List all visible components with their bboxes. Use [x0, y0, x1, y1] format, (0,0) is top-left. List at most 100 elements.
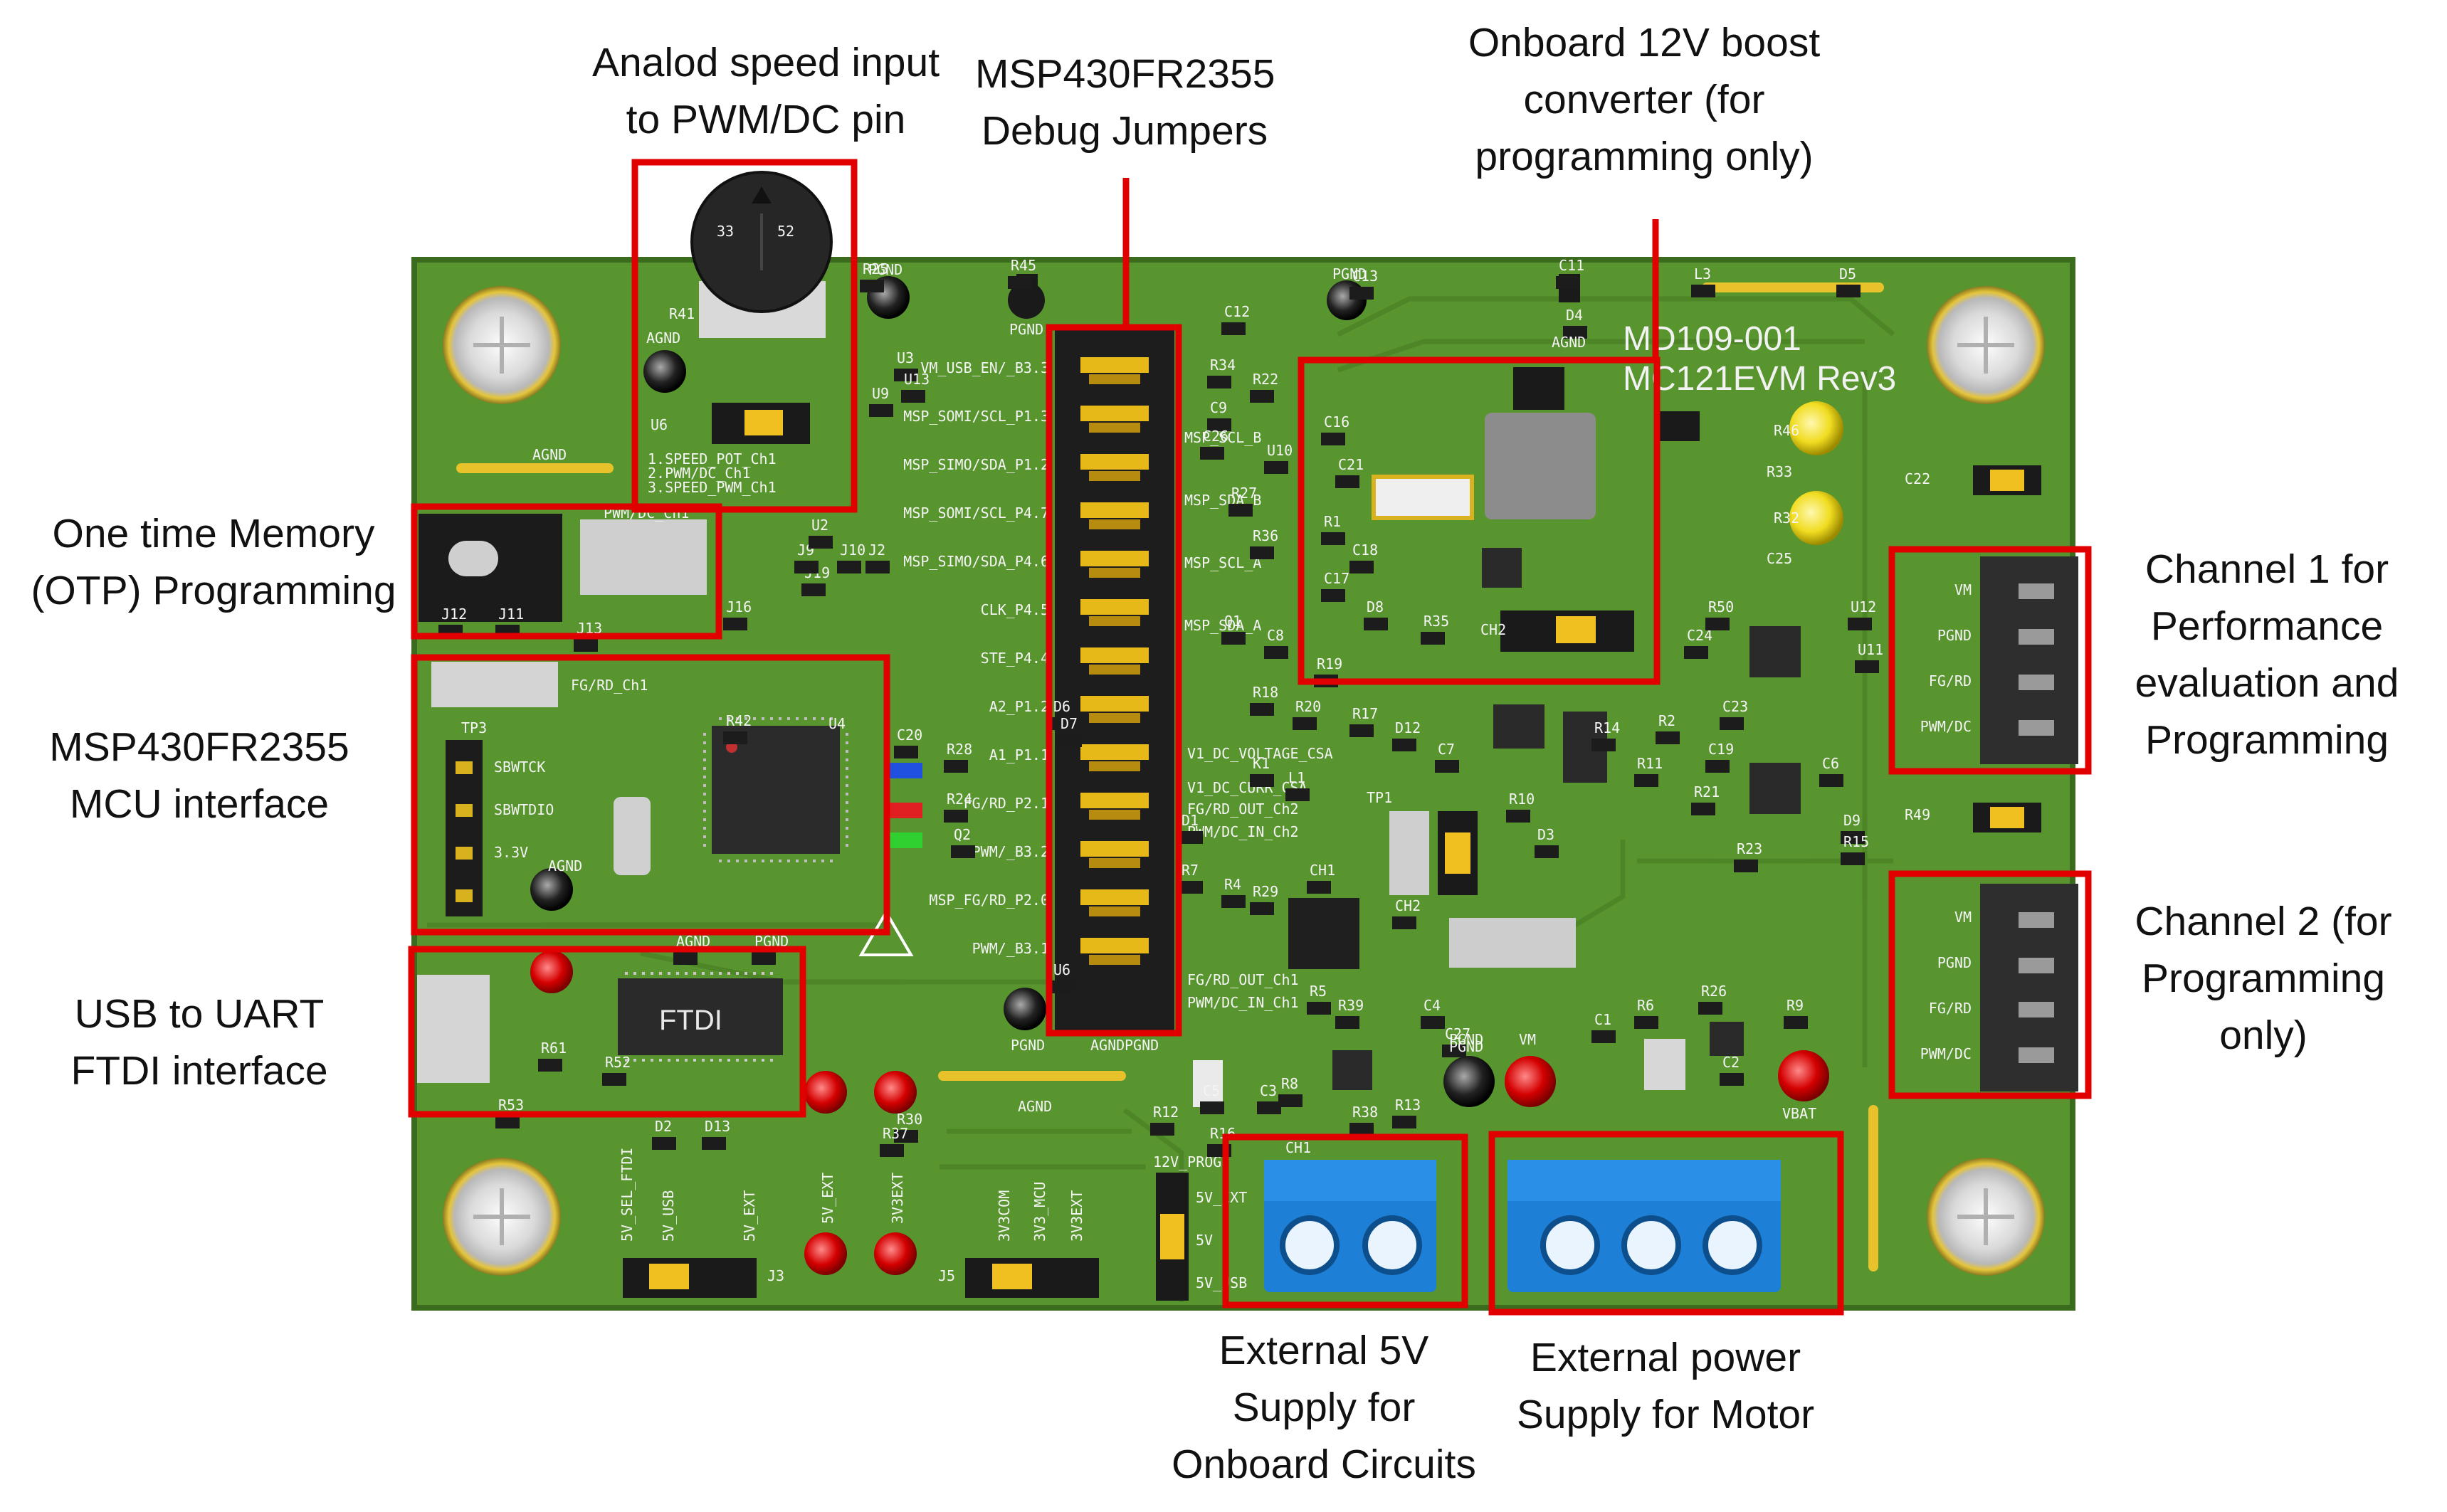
highlight-channel2 [1888, 870, 2092, 1099]
component-ref-label: U6 [1053, 961, 1070, 978]
smd-component [1179, 831, 1203, 844]
component-ref-label: R36 [1253, 527, 1278, 544]
diode-d1 [1372, 475, 1474, 520]
component-ref-label: C21 [1338, 456, 1364, 473]
smd-component [1349, 1123, 1374, 1136]
j13-item-2: 2.PWM/DC_Ch1 [648, 465, 751, 482]
ground-label: AGND [646, 329, 680, 347]
smd-component [865, 561, 890, 573]
smd-component [1200, 447, 1224, 460]
ch2-pin-label: PWM/DC [1920, 1045, 1972, 1062]
component-ref-label: Q2 [954, 826, 971, 843]
prog-pin-1: SBWTCK [494, 758, 545, 776]
callout-extpower: External power Supply for Motor [1480, 1329, 1851, 1443]
jumper-shunt [1080, 841, 1149, 857]
usb-connector [417, 975, 490, 1083]
callout-mcu: MSP430FR2355 MCU interface [43, 719, 356, 832]
callout-line: External 5V [1219, 1328, 1429, 1373]
highlight-channel1 [1888, 546, 2092, 775]
ground-label: AGND [1552, 334, 1586, 351]
smd-component [1855, 660, 1879, 673]
signal-label: PWM/DC_IN_Ch2 [1187, 823, 1299, 840]
component-ref-label: C3 [1260, 1082, 1277, 1099]
bottom-silk-label: 5V_EXT [819, 1173, 836, 1224]
callout-line: evaluation and [2135, 660, 2399, 706]
jumper-shunt [1080, 357, 1149, 373]
smd-component [869, 404, 893, 417]
smd-component [944, 760, 968, 773]
component-ref-label: C16 [1324, 413, 1349, 430]
led-blue [890, 763, 922, 778]
test-point-yellow [1789, 491, 1843, 545]
pot-mark-1: 33 [717, 223, 734, 240]
jumper-shunt-base [1089, 423, 1140, 433]
component-ref-label: R8 [1281, 1075, 1298, 1092]
label-fgrd-ch1: C25 [1767, 550, 1792, 567]
component-ref-label: R50 [1708, 598, 1734, 615]
smd-component [1179, 881, 1203, 894]
jumper-shunt-base [1089, 616, 1140, 626]
jumper-shunt [1080, 406, 1149, 421]
jumper-shunt-base [1089, 761, 1140, 771]
bottom-silk-label: 5V_USB [660, 1190, 677, 1242]
smd-component [837, 561, 861, 573]
ground-label: PGND [1009, 321, 1043, 338]
ext5v-label-1: 5V_EXT [1196, 1189, 1247, 1206]
callout-line: FTDI interface [70, 1048, 328, 1094]
ic-u10 [1332, 1050, 1372, 1090]
component-ref-label: L3 [1694, 265, 1711, 282]
smd-component [894, 369, 918, 381]
ext5v-label-2: 5V [1196, 1232, 1213, 1249]
smd-component [1008, 276, 1032, 289]
label-j3: J3 [767, 1267, 784, 1284]
bottom-silk-label: 5V_SEL_FTDI [619, 1148, 636, 1242]
component-ref-label: C13 [1352, 268, 1378, 285]
smd-component [538, 1059, 562, 1072]
component-ref-label: R28 [947, 741, 972, 758]
ic-u12 [1493, 704, 1544, 749]
smd-component [1435, 760, 1459, 773]
prog-pin-2: SBWTDIO [494, 801, 554, 818]
smd-component [809, 536, 833, 549]
component-ref-label: R35 [1424, 613, 1449, 630]
ftdi-chip: FTDI [618, 972, 783, 1062]
component-ref-label: R26 [1701, 983, 1727, 1000]
component-ref-label: CH1 [1310, 862, 1335, 879]
smd-component [1392, 916, 1416, 929]
j13-header: U6 1.SPEED_POT_Ch1 2.PWM/DC_Ch1 3.SPEED_… [648, 403, 810, 496]
debug-pin-label: MSP_SIMO/SDA_P4.6 [903, 553, 1049, 570]
test-point-vm [1505, 1056, 1556, 1107]
label-j13: U6 [651, 416, 668, 433]
component-ref-label: D4 [1566, 307, 1583, 324]
terminal-block-motor [1507, 1160, 1781, 1292]
label-rst: TP3 [461, 719, 487, 736]
component-ref-label: R10 [1509, 791, 1535, 808]
component-ref-label: R17 [1352, 705, 1378, 722]
component-ref-label: C23 [1722, 698, 1748, 715]
debug-right-label: MSP_SCL_A [1184, 554, 1261, 571]
smd-component [1349, 724, 1374, 737]
debug-pin-label: CLK_P4.5 [981, 601, 1049, 618]
smd-component [1293, 717, 1317, 730]
channel2-connector [1980, 884, 2078, 1091]
highlight-analog-speed [631, 159, 858, 513]
smd-component [1691, 285, 1715, 297]
smd-component [880, 1144, 904, 1157]
bottom-silk-label: 5V_EXT [741, 1190, 758, 1242]
smd-component [1250, 390, 1274, 403]
component-ref-label: R25 [863, 260, 888, 277]
ground-label: PGND [1125, 1037, 1159, 1054]
signal-label: FG/RD_OUT_Ch1 [1187, 971, 1299, 988]
component-ref-label: C12 [1224, 303, 1250, 320]
jumper-shunt-base [1089, 810, 1140, 820]
callout-usb-uart: USB to UART FTDI interface [43, 985, 356, 1099]
callout-line: Performance [2150, 603, 2384, 649]
mounting-hole-icon [1927, 1158, 2045, 1276]
label-j19: CH2 [1480, 621, 1506, 638]
component-ref-label: R5 [1310, 983, 1327, 1000]
ground-label: AGND [548, 857, 582, 874]
component-ref-label: U11 [1858, 641, 1883, 658]
ic-u13 [1749, 626, 1801, 677]
callout-line: Programming [2145, 717, 2389, 763]
debug-pin-label: VM_USB_EN/_B3.3 [920, 359, 1049, 376]
